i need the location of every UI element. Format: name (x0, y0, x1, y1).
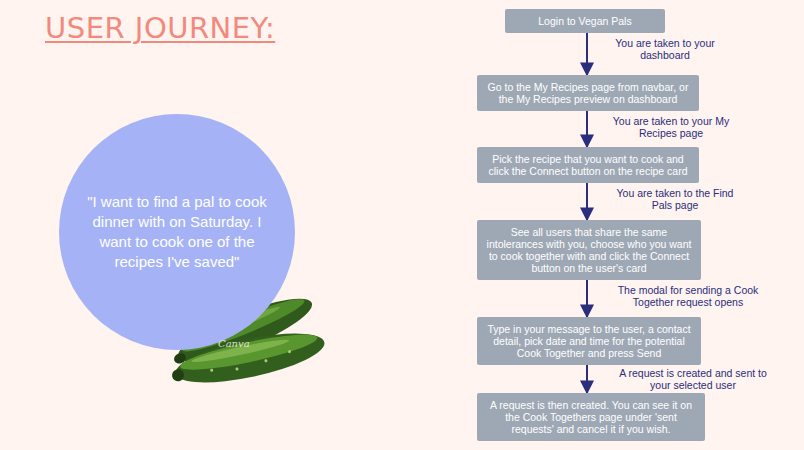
flow-arrow (586, 280, 588, 317)
process-box: Type in your message to the user, a cont… (477, 317, 701, 365)
process-box: Login to Vegan Pals (505, 9, 665, 33)
flow-arrow (586, 111, 588, 147)
edge-label: You are taken to your dashboard (604, 37, 726, 61)
step-text: Type in your message to the user, a cont… (485, 323, 693, 359)
edge-label: You are taken to your My Recipes page (608, 115, 734, 139)
edge-label: A request is created and sent to your se… (618, 367, 768, 391)
step-text: Go to the My Recipes page from navbar, o… (485, 81, 691, 105)
process-box: See all users that share the same intole… (477, 220, 701, 280)
step-text: See all users that share the same intole… (485, 226, 693, 274)
step-text: Pick the recipe that you want to cook an… (485, 153, 691, 177)
step-text: A request is then created. You can see i… (485, 399, 697, 435)
edge-label: You are taken to the Find Pals page (612, 187, 738, 211)
process-box: A request is then created. You can see i… (477, 393, 705, 441)
page-title: USER JOURNEY: (45, 10, 275, 46)
process-box: Pick the recipe that you want to cook an… (477, 147, 699, 183)
flow-arrow (586, 183, 588, 220)
watermark: Canva (218, 338, 250, 350)
flow-arrow (586, 365, 588, 393)
quote-text: "I want to find a pal to cook dinner wit… (83, 192, 271, 272)
process-box: Go to the My Recipes page from navbar, o… (477, 75, 699, 111)
step-text: Login to Vegan Pals (513, 15, 657, 27)
quote-circle: "I want to find a pal to cook dinner wit… (59, 114, 295, 350)
edge-label: The modal for sending a Cook Together re… (612, 284, 764, 308)
flow-arrow (586, 33, 588, 75)
